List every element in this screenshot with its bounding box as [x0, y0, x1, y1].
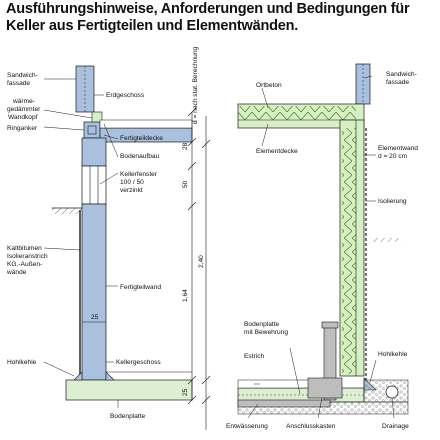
label-sandwich-right-1: Sandwich- — [386, 71, 417, 78]
label-isolierung: Isolierung — [378, 198, 407, 205]
label-estrich: Estrich — [244, 353, 264, 360]
label-drainage: Drainage — [382, 423, 409, 430]
label-kaltbitumen-3: KG.-Außen- — [7, 261, 42, 268]
label-anschlusskasten: Anschlusskasten — [286, 423, 336, 430]
label-fertigteilwand: Fertigteilwand — [120, 284, 161, 291]
label-erdgeschoss: Erdgeschoss — [106, 92, 145, 99]
connection-box — [307, 377, 343, 399]
page-title-line-2: Keller aus Fertigteilen und Elementwände… — [6, 18, 299, 34]
dim-stat: d = nach stat. Berechnung — [192, 47, 199, 124]
label-ortbeton: Ortbeton — [256, 82, 282, 89]
label-sandwich-left-1: Sandwich- — [7, 72, 38, 79]
floor-build-up — [99, 119, 193, 129]
label-waermegedaemmt-2: gedämmter — [7, 106, 41, 113]
label-elementwand-2: d = 20 cm — [378, 153, 408, 160]
label-elementwand-1: Elementwand — [378, 145, 418, 152]
sandwich-facade-upper — [75, 65, 95, 113]
ground-right — [372, 238, 402, 242]
precast-wall — [81, 203, 107, 381]
dim-240: 2,40 — [198, 255, 205, 268]
dim-50: 50 — [182, 180, 189, 188]
label-bodenplatte-right-2: mit Bewehrung — [244, 329, 288, 336]
ground-surface — [52, 207, 82, 214]
label-bodenplatte-left: Bodenplatte — [110, 413, 146, 420]
label-waermegedaemmt-1: wärme- — [12, 98, 35, 105]
label-waermegedaemmt-3: Wandkopf — [8, 114, 38, 121]
basement-wall-upper — [81, 137, 107, 167]
label-bodenplatte-right-1: Bodenplatte — [244, 321, 280, 328]
label-elementdecke: Elementdecke — [256, 148, 298, 155]
drainage-pipe — [385, 385, 399, 399]
label-sandwich-left-2: fassade — [7, 80, 30, 87]
left-section: Sandwich- fassade Erdgeschoss wärme- ged… — [6, 47, 211, 430]
label-wall-thickness: 25 — [91, 314, 99, 321]
dim-164: 1,64 — [182, 289, 189, 302]
label-kellerfenster-1: Kellerfenster — [120, 171, 158, 178]
dim-25: 25 — [182, 388, 189, 396]
label-hohlkehle-right: Hohlkehle — [378, 351, 408, 358]
foundation-slab — [65, 379, 193, 401]
label-hohlkehle-left: Hohlkehle — [7, 359, 37, 366]
label-kellerfenster-2: 100 / 50 — [120, 179, 144, 186]
label-kaltbitumen-4: wände — [6, 269, 27, 276]
dim-28: 28 — [182, 142, 189, 150]
label-kellerfenster-3: verzinkt — [120, 187, 143, 194]
dimension-chain — [187, 107, 211, 430]
label-bodenaufbau: Bodenaufbau — [120, 153, 160, 160]
page-title-line-1: Ausführungshinweise, Anforderungen und B… — [6, 1, 410, 17]
right-section: Ortbeton Sandwich- fassade Elementdecke … — [226, 63, 418, 430]
label-sandwich-right-2: fassade — [386, 79, 409, 86]
fillet — [73, 371, 83, 381]
label-fertigteildecke: Fertigteildecke — [120, 135, 163, 142]
label-kaltbitumen-1: Kaltbitumen — [7, 245, 42, 252]
label-entwaesserung: Entwässerung — [226, 423, 268, 430]
basement-window — [81, 165, 107, 205]
label-ringanker: Ringanker — [7, 125, 38, 132]
label-kaltbitumen-2: Isolieranstrich — [7, 253, 48, 260]
label-kellergeschoss: Kellergeschoss — [116, 359, 161, 366]
ring-beam — [83, 121, 101, 139]
